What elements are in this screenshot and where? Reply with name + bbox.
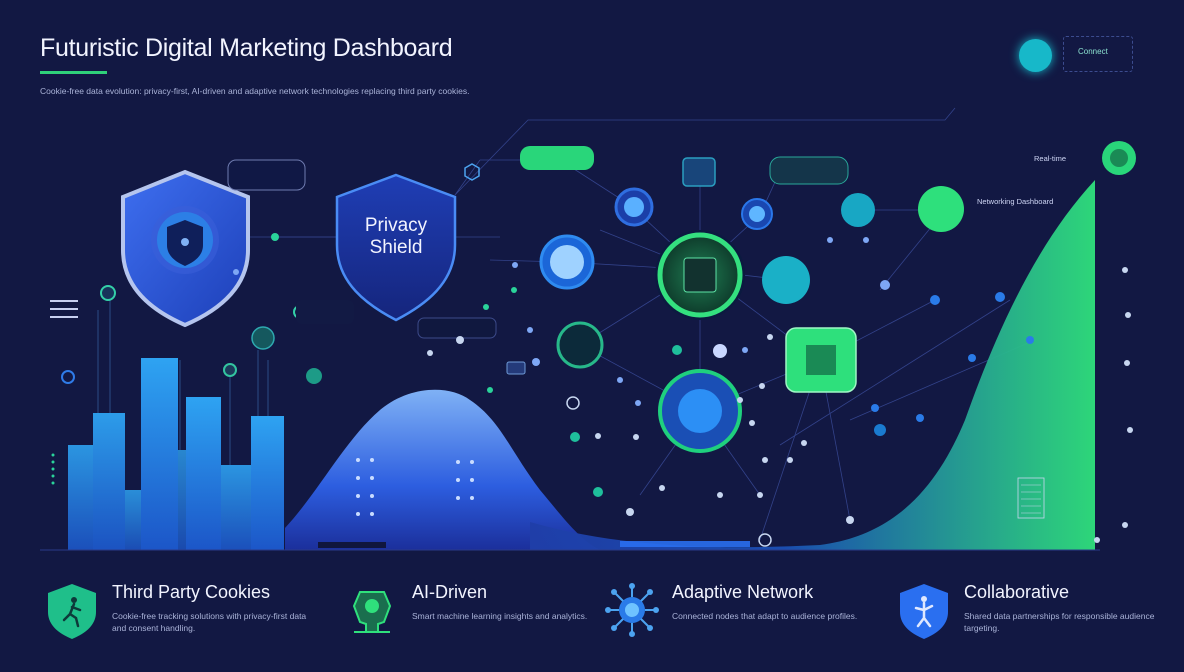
feature-title: Collaborative (964, 582, 1070, 602)
privacy-shield-label: Privacy Shield (358, 215, 434, 259)
ai-brain-icon (352, 591, 392, 633)
page-subtitle: Cookie-free data evolution: privacy-firs… (40, 86, 470, 96)
feature-desc: Cookie-free tracking solutions with priv… (112, 611, 307, 634)
scatter-dots (233, 163, 1133, 547)
feature-desc: Connected nodes that adapt to audience p… (672, 611, 858, 621)
privacy-shield-line1: Privacy (364, 215, 428, 236)
feature-title: AI-Driven (412, 582, 488, 602)
feature-adaptive-network[interactable]: Adaptive Network Connected nodes that ad… (604, 572, 864, 652)
status-label: Connect (1078, 47, 1108, 56)
network-nodes (539, 141, 1136, 453)
feature-title: Third Party Cookies (112, 582, 271, 602)
network-dashboard-label: Networking Dashboard (977, 197, 1054, 206)
privacy-shield-icon (335, 173, 457, 322)
shield-figure-icon (900, 584, 948, 639)
feature-title: Adaptive Network (672, 582, 814, 602)
shield-runner-icon (48, 584, 96, 639)
bar-chart (61, 285, 322, 550)
feature-desc: Smart machine learning insights and anal… (412, 611, 588, 621)
feature-collaborative[interactable]: Collaborative Shared data partnerships f… (896, 572, 1156, 652)
area-chart-mountain (285, 389, 600, 550)
feature-row: Third Party Cookies Cookie-free tracking… (0, 572, 1184, 662)
status-panel[interactable]: Connect (1063, 36, 1133, 72)
menu-icon[interactable] (50, 300, 78, 324)
feature-desc: Shared data partnerships for responsible… (964, 611, 1155, 634)
status-indicator-icon[interactable] (1019, 39, 1052, 72)
security-shield-icon (121, 169, 250, 328)
title-underline (40, 71, 107, 74)
network-node-icon (605, 583, 659, 637)
feature-third-party-cookies[interactable]: Third Party Cookies Cookie-free tracking… (44, 572, 306, 652)
growth-area-chart (530, 180, 1095, 550)
page-title: Futuristic Digital Marketing Dashboard (40, 34, 453, 62)
realtime-label: Real-time (1034, 154, 1067, 163)
dashboard-visualization (40, 107, 1136, 551)
privacy-shield-line2: Shield (369, 236, 423, 258)
feature-ai-driven[interactable]: AI-Driven Smart machine learning insight… (344, 572, 604, 652)
